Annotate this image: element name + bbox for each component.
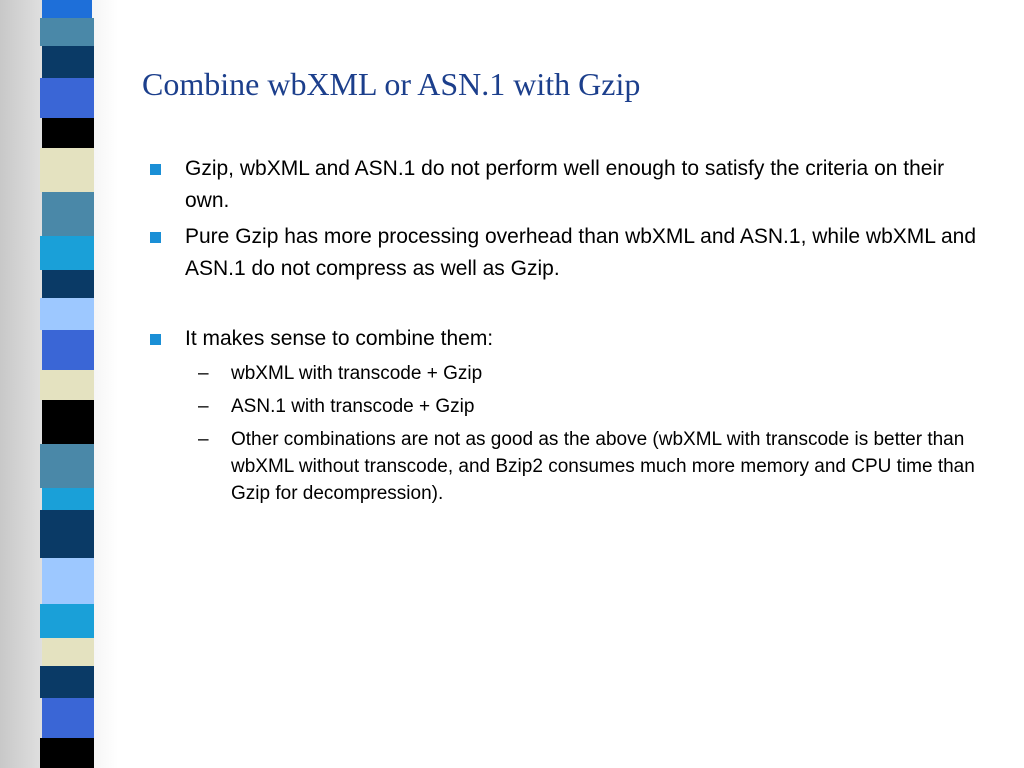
strip-block [40,370,94,400]
dash-marker: – [198,429,209,450]
strip-block [40,604,94,638]
sub-bullet-text: ASN.1 with transcode + Gzip [231,396,475,417]
bullet-text: It makes sense to combine them: [185,327,494,350]
square-bullet-icon [150,334,161,345]
strip-block [40,738,94,768]
dash-marker: – [198,363,209,384]
sub-bullet-text: wbXML with transcode + Gzip [231,363,483,384]
strip-block [40,78,94,118]
sub-bullet-text: Other combinations are not as good as th… [231,429,975,504]
strip-block [42,0,92,18]
strip-block [40,236,94,270]
strip-block [42,330,94,370]
strip-block [40,298,94,330]
strip-block [42,638,94,666]
strip-block [42,270,94,298]
strip-block [40,444,94,488]
strip-block [40,148,94,192]
dash-marker: – [198,396,209,417]
square-bullet-icon [150,164,161,175]
slide-title: Combine wbXML or ASN.1 with Gzip [142,66,641,102]
bullet-text: Pure Gzip has more processing overhead t… [185,225,977,280]
strip-block [42,488,94,510]
bullet-text: Gzip, wbXML and ASN.1 do not perform wel… [185,157,945,212]
strip-block [42,192,94,236]
strip-block [40,666,94,698]
square-bullet-icon [150,232,161,243]
decorative-strip [40,0,94,768]
strip-block [40,510,94,558]
strip-block [42,400,94,444]
strip-block [42,558,94,604]
strip-block [40,18,94,46]
strip-block [42,118,94,148]
strip-block [42,46,94,78]
strip-block [42,698,94,738]
